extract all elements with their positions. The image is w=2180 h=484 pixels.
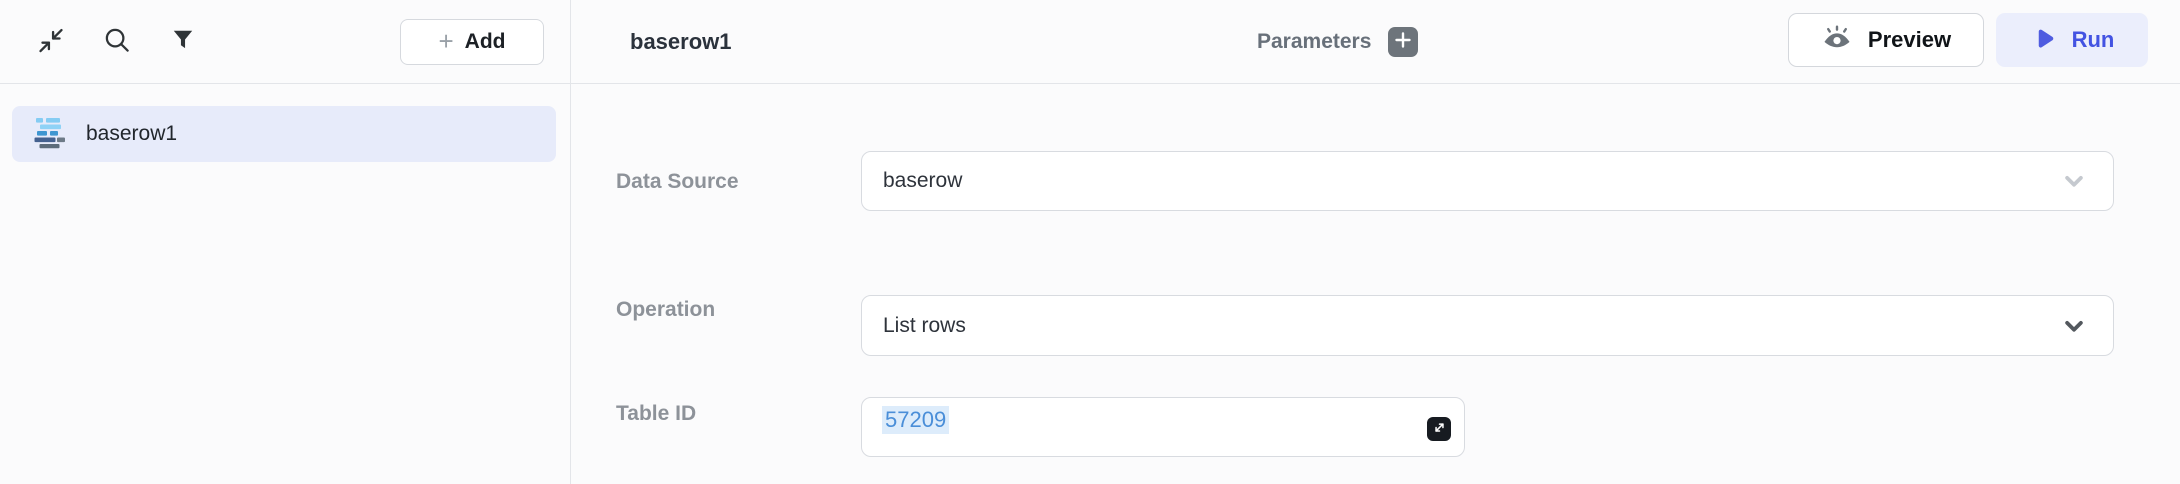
filter-icon — [170, 27, 196, 56]
query-editor-panel: baserow1 Parameters — [571, 0, 2180, 484]
parameters-label: Parameters — [1257, 29, 1372, 53]
plus-icon — [1395, 32, 1412, 51]
operation-label: Operation — [616, 298, 716, 321]
filter-button[interactable] — [166, 25, 200, 59]
table-id-label: Table ID — [616, 402, 697, 425]
preview-button[interactable]: Preview — [1788, 13, 1984, 67]
parameters-section: Parameters — [1257, 26, 1419, 57]
table-id-input[interactable]: 57209 — [861, 397, 1465, 457]
expand-icon — [1432, 420, 1447, 438]
query-sidebar: + Add baserow1 — [0, 0, 571, 484]
plus-icon: + — [438, 25, 454, 56]
query-item-label: baserow1 — [86, 122, 178, 145]
data-source-value: baserow — [883, 169, 963, 192]
query-title: baserow1 — [630, 28, 732, 54]
sidebar-toolbar: + Add — [0, 0, 570, 84]
search-button[interactable] — [100, 25, 134, 59]
data-source-select[interactable]: baserow — [861, 151, 2114, 211]
run-button[interactable]: Run — [1996, 13, 2148, 67]
header-actions: Preview Run — [1788, 13, 2148, 67]
table-id-value: 57209 — [882, 406, 950, 434]
run-button-label: Run — [2071, 27, 2115, 52]
operation-value: List rows — [883, 313, 966, 337]
baserow-logo-icon — [34, 113, 70, 156]
query-list: baserow1 — [0, 84, 570, 162]
chevron-down-icon — [2059, 311, 2089, 341]
search-icon — [102, 25, 132, 58]
collapse-icon — [37, 26, 65, 57]
query-list-item-baserow1[interactable]: baserow1 — [12, 106, 556, 162]
add-parameter-button[interactable] — [1388, 26, 1419, 57]
chevron-down-icon — [2059, 166, 2089, 196]
expand-editor-button[interactable] — [1427, 417, 1451, 441]
play-icon — [2030, 25, 2058, 56]
operation-select[interactable]: List rows — [861, 295, 2114, 356]
query-editor-header: baserow1 Parameters — [571, 0, 2180, 84]
add-query-button[interactable]: + Add — [400, 18, 544, 65]
query-form: Data Source baserow Operation List rows — [571, 84, 2180, 484]
data-source-label: Data Source — [616, 170, 739, 193]
eye-icon — [1821, 23, 1853, 58]
add-button-label: Add — [464, 29, 506, 53]
collapse-panel-button[interactable] — [34, 25, 68, 59]
preview-button-label: Preview — [1867, 27, 1952, 52]
